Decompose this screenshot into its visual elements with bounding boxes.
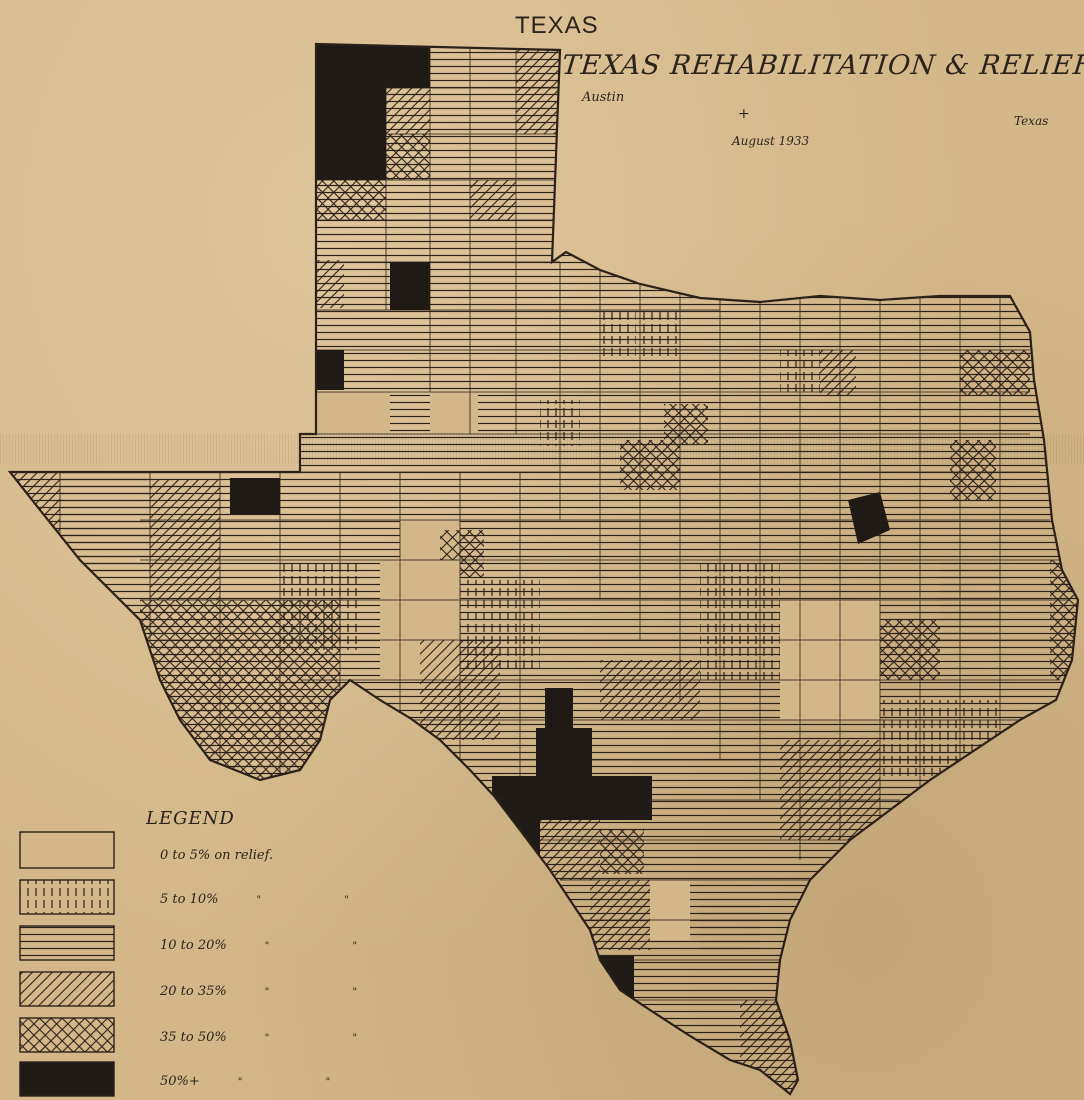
- region-blank-1: [300, 392, 390, 434]
- legend-swatch-horizontal: [19, 925, 115, 961]
- legend-label-3: 20 to 35% " ": [160, 984, 397, 999]
- legend-label-2: 10 to 20% " ": [160, 938, 397, 953]
- legend-label-4-text: 35 to 50%: [160, 1030, 227, 1045]
- region-solid-south-4: [510, 820, 540, 866]
- region-diagonal-3: [300, 260, 344, 308]
- region-diagonal-7: [540, 820, 600, 880]
- map-heading: TEXAS: [515, 12, 599, 39]
- region-diagonal-11: [780, 740, 880, 840]
- region-solid-south-1: [545, 688, 573, 728]
- region-blank-6: [780, 600, 880, 720]
- legend-label-0: 0 to 5% on relief.: [160, 848, 273, 863]
- region-diagonal-8: [590, 880, 650, 950]
- region-blank-2: [430, 392, 478, 434]
- legend-ditto-4: " ": [264, 1033, 398, 1044]
- region-solid-4: [302, 350, 344, 390]
- state-label: Texas: [1014, 114, 1049, 128]
- legend-swatch-blank: [19, 831, 115, 869]
- region-panhandle-solid-2: [386, 44, 430, 88]
- county-rows: [10, 87, 1070, 1041]
- plus-mark: +: [738, 106, 750, 122]
- region-horizontal-coast: [700, 900, 760, 950]
- city-label: Austin: [582, 90, 625, 105]
- region-diagonal-2: [470, 180, 516, 220]
- county-lines: [10, 44, 1070, 1041]
- region-solid-west: [230, 478, 280, 514]
- region-vertical-8: [880, 700, 1000, 780]
- texas-outline: [7, 42, 1080, 1096]
- region-cross-1: [316, 180, 386, 220]
- legend-swatches: [19, 831, 115, 1097]
- region-vertical-7: [700, 560, 780, 680]
- date-label: August 1933: [732, 134, 810, 148]
- legend-label-1: 5 to 10% " ": [160, 892, 389, 907]
- region-panhandle-cross: [386, 134, 430, 180]
- region-diagonal-4: [820, 350, 856, 396]
- legend-swatch-crosshatch: [19, 1017, 115, 1053]
- region-panhandle-diagonal: [386, 88, 430, 134]
- region-vertical-2: [600, 312, 636, 356]
- legend-label-3-text: 20 to 35%: [160, 984, 227, 999]
- county-columns: [59, 44, 1001, 860]
- region-vertical-3: [640, 312, 680, 356]
- region-solid-south-2: [536, 728, 592, 776]
- legend-ditto-5: " ": [237, 1077, 371, 1088]
- legend-swatch-vertical: [19, 879, 115, 915]
- region-blank-5: [650, 880, 690, 940]
- region-solid-3: [390, 262, 430, 310]
- legend-swatch-solid: [19, 1061, 115, 1097]
- region-cross-3: [620, 440, 680, 490]
- region-diagonal-10: [600, 660, 700, 720]
- region-cross-4: [960, 350, 1030, 396]
- region-cross-5: [950, 440, 996, 500]
- region-vertical-5: [280, 560, 360, 650]
- legend-title: LEGEND: [146, 808, 235, 829]
- legend-ditto-3: " ": [264, 987, 398, 998]
- legend-swatch-diagonal: [19, 971, 115, 1007]
- legend-label-4: 35 to 50% " ": [160, 1030, 397, 1045]
- legend-label-5: 50%+ " ": [160, 1074, 370, 1089]
- region-cross-8: [600, 830, 644, 874]
- legend-label-5-text: 50%+: [160, 1074, 200, 1089]
- legend-ditto-1: " ": [256, 895, 389, 906]
- legend-label-2-text: 10 to 20%: [160, 938, 227, 953]
- region-cross-2: [664, 404, 708, 444]
- region-panhandle-solid: [316, 44, 386, 180]
- region-horizontal-west: [60, 472, 150, 572]
- region-cross-9: [880, 620, 940, 680]
- region-solid-south-5: [600, 956, 634, 1020]
- region-solid-south-3: [492, 776, 652, 820]
- legend-label-1-text: 5 to 10%: [160, 892, 219, 907]
- region-diagonal-5: [150, 480, 220, 600]
- legend-label-0-text: 0 to 5% on relief.: [160, 848, 274, 863]
- legend-ditto-2: " ": [264, 941, 398, 952]
- region-diagonal-1: [516, 44, 560, 134]
